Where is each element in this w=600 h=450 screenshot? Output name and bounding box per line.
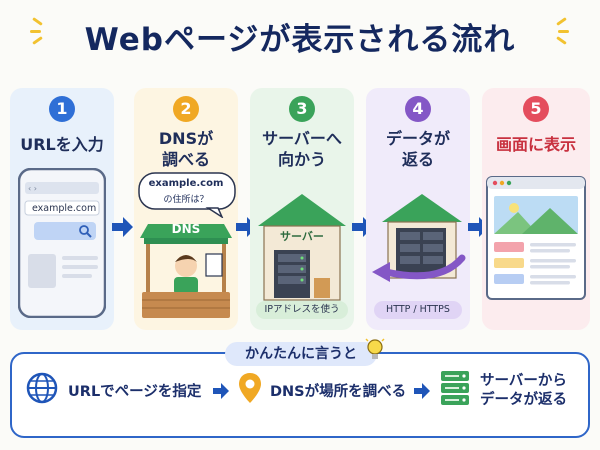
step-number: 5 xyxy=(523,96,549,122)
data-return-illustration xyxy=(372,194,466,282)
svg-text:‹ ›: ‹ › xyxy=(28,184,37,193)
step-title: データが返る xyxy=(385,129,450,169)
page-title: Webページが表示される流れ xyxy=(84,22,516,58)
step-title: サーバーへ向かう xyxy=(262,129,342,169)
browser-window-icon xyxy=(486,176,586,300)
server-house-illustration xyxy=(258,194,346,301)
step-5-panel: 5 画面に表示 xyxy=(482,88,590,330)
arrow-right-icon xyxy=(213,383,229,399)
summary-item-1: URLでページを指定 xyxy=(68,384,202,400)
http-pill: HTTP / HTTPS xyxy=(374,301,462,319)
step-number: 2 xyxy=(173,96,199,122)
bubble-line1: example.com xyxy=(148,178,224,189)
step-number: 3 xyxy=(289,96,315,122)
globe-icon xyxy=(26,372,58,404)
server-stack-icon xyxy=(441,371,469,405)
summary-heading: かんたんに言うと xyxy=(225,342,377,366)
step-2-panel: 2 DNSが調べる example.com の住所は？ DNS xyxy=(134,88,238,330)
search-icon xyxy=(79,225,89,235)
url-bar-text: example.com xyxy=(32,203,97,214)
step-4-panel: 4 データが返る HTTP / HTTPS xyxy=(366,88,470,330)
arrow-right-icon xyxy=(112,217,133,237)
arrow-right-icon xyxy=(414,383,430,399)
phone-browser-icon: ‹ › xyxy=(18,168,106,318)
speech-bubble-icon xyxy=(138,172,236,218)
lightbulb-icon xyxy=(365,338,385,359)
step-3-panel: 3 サーバーへ向かう サーバー xyxy=(250,88,354,330)
step-title: DNSが調べる xyxy=(158,129,214,169)
dns-booth-illustration xyxy=(140,224,232,318)
dns-sign: DNS xyxy=(171,222,201,236)
ip-address-pill: IPアドレスを使う xyxy=(256,301,348,319)
step-title: URLを入力 xyxy=(20,135,104,154)
summary-item-3: サーバーから データが返る xyxy=(480,373,567,408)
summary-item-2: DNSが場所を調べる xyxy=(270,384,407,400)
step-number: 1 xyxy=(49,96,75,122)
step-title: 画面に表示 xyxy=(495,135,576,154)
bubble-line2: の住所は？ xyxy=(163,195,209,205)
summary-box xyxy=(10,352,590,438)
server-sign: サーバー xyxy=(280,230,324,243)
location-pin-icon xyxy=(239,373,261,403)
step-1-panel: 1 URLを入力 ‹ › example.com xyxy=(10,88,114,330)
step-number: 4 xyxy=(405,96,431,122)
